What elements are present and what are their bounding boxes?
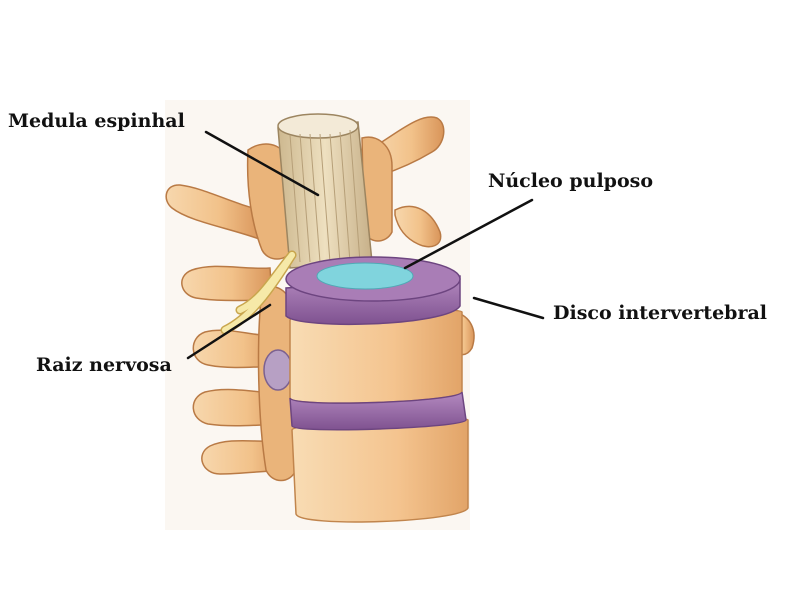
label-medula-espinhal: Medula espinhal (8, 112, 185, 131)
label-raiz-nervosa: Raiz nervosa (36, 356, 172, 375)
label-disco-intervertebral: Disco intervertebral (553, 304, 767, 323)
lower-vertebral-body (292, 418, 468, 522)
leader-disco (474, 298, 543, 318)
spinal-cord (278, 114, 372, 268)
nucleus-pulposus (317, 263, 413, 289)
label-nucleo-pulposo: Núcleo pulposo (488, 172, 653, 191)
nerve-ganglion (264, 350, 292, 390)
